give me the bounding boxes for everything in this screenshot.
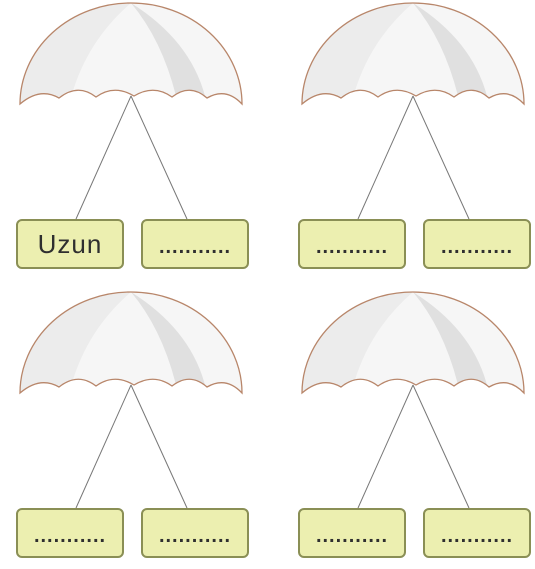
- answer-box-left[interactable]: ...........: [16, 508, 124, 558]
- answer-box-left[interactable]: ...........: [298, 219, 406, 269]
- umbrella-icon: [301, 2, 525, 220]
- umbrella-exercise-1: Uzun ...........: [0, 0, 268, 280]
- answer-box-left[interactable]: ...........: [298, 508, 406, 558]
- answer-box-right[interactable]: ...........: [141, 508, 249, 558]
- umbrella-icon: [301, 291, 525, 509]
- answer-box-right[interactable]: ...........: [423, 508, 531, 558]
- umbrella-icon: [19, 2, 243, 220]
- umbrella-exercise-3: ........... ...........: [0, 289, 268, 569]
- umbrella-icon: [19, 291, 243, 509]
- answer-box-right[interactable]: ...........: [423, 219, 531, 269]
- answer-box-right[interactable]: ...........: [141, 219, 249, 269]
- umbrella-exercise-2: ........... ...........: [282, 0, 535, 280]
- umbrella-exercise-4: ........... ...........: [282, 289, 535, 569]
- answer-box-left: Uzun: [16, 219, 124, 269]
